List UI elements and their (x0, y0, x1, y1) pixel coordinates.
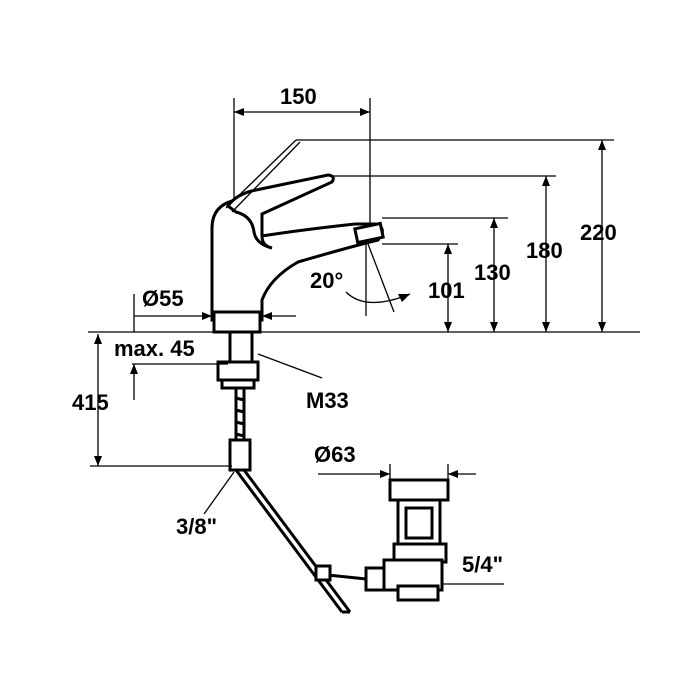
angle-20-label: 20° (310, 268, 343, 293)
m33-label: M33 (306, 388, 349, 413)
supply-hose (234, 469, 352, 614)
angle-20: 20° (310, 243, 411, 316)
mounting-nut (216, 360, 260, 382)
dim-150-label: 150 (280, 84, 317, 109)
hose-line-1 (234, 469, 344, 613)
drain-stopper (404, 506, 434, 540)
shank (216, 330, 260, 472)
dim-415-label: 415 (72, 390, 109, 415)
max45-label: max. 45 (114, 336, 195, 361)
lever-raised-outline (225, 139, 297, 209)
lever-raised-outline-2 (231, 141, 301, 213)
dimension-101: 101 (382, 243, 465, 332)
dim-130-label: 130 (474, 260, 511, 285)
dim-220-label: 220 (580, 220, 617, 245)
lever-handle (225, 173, 335, 250)
dim-180-label: 180 (526, 238, 563, 263)
drain-flange (388, 478, 450, 502)
shank-tube (228, 330, 254, 364)
dim-101-label: 101 (428, 278, 465, 303)
connector-3-8: 3/8" (176, 471, 235, 539)
dimension-130: 130 (382, 217, 511, 332)
faucet-body (210, 198, 384, 322)
aerator (353, 221, 385, 245)
linkage-joint (364, 566, 386, 592)
waste-5-4: 5/4" (442, 552, 504, 585)
dimension-150: 150 (233, 84, 371, 226)
diam55-label: Ø55 (142, 286, 184, 311)
dimension-180: 180 (332, 175, 563, 332)
popup-linkage (314, 564, 386, 592)
dimension-diam63: Ø63 (314, 442, 476, 480)
hose-line-2 (242, 469, 352, 613)
waste-5-4-label: 5/4" (462, 552, 503, 577)
thread-m33: M33 (257, 353, 349, 413)
linkage-clamp (314, 564, 332, 582)
dimension-max45: max. 45 (114, 336, 228, 400)
dimension-415: 415 (72, 334, 232, 467)
faucet-base (212, 310, 262, 334)
drain-outlet (396, 584, 440, 602)
waste-fitting (382, 478, 450, 602)
mounting-washer (220, 378, 256, 390)
diam63-label: Ø63 (314, 442, 356, 467)
connector-fitting (228, 438, 252, 472)
faucet (210, 139, 385, 334)
dimension-220: 220 (296, 139, 617, 332)
connector-3-8-label: 3/8" (176, 514, 217, 539)
dimension-diam55: Ø55 (133, 286, 296, 332)
threaded-rod (234, 388, 246, 440)
